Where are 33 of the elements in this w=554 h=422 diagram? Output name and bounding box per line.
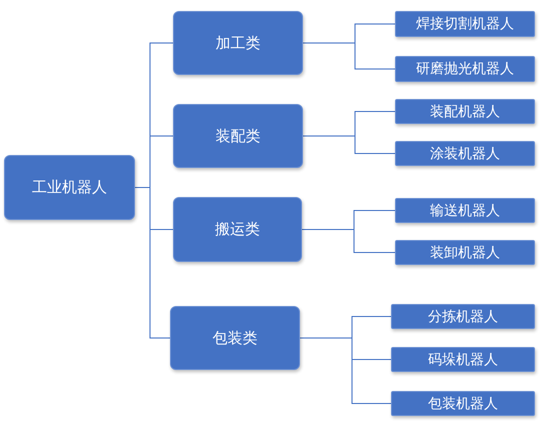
node-label: 装配类 bbox=[216, 126, 260, 146]
item-box bbox=[395, 240, 535, 265]
node-label: 工业机器人 bbox=[32, 178, 107, 197]
node-label: 加工类 bbox=[216, 34, 260, 52]
connector-line bbox=[134, 187, 170, 338]
item-box bbox=[395, 56, 535, 82]
category-box bbox=[173, 104, 303, 168]
category-box bbox=[170, 306, 300, 370]
node-label: 装配机器人 bbox=[430, 102, 500, 120]
node-label: 输送机器人 bbox=[430, 202, 500, 220]
connector-line bbox=[302, 229, 396, 253]
node-label: 研磨抛光机器人 bbox=[416, 60, 514, 78]
category-box bbox=[173, 197, 302, 262]
node-label: 码垛机器人 bbox=[428, 350, 498, 368]
connector-line bbox=[302, 42, 396, 70]
item-box bbox=[395, 99, 535, 124]
node-label: 包装机器人 bbox=[428, 394, 498, 412]
node-label: 分拣机器人 bbox=[428, 308, 498, 326]
node-label: 包装类 bbox=[212, 328, 258, 348]
item-box bbox=[395, 198, 535, 223]
category-box bbox=[173, 11, 303, 75]
node-label: 装卸机器人 bbox=[430, 244, 500, 262]
item-box bbox=[391, 391, 535, 416]
item-box bbox=[391, 347, 535, 372]
node-label: 焊接切割机器人 bbox=[416, 15, 514, 33]
connector-line bbox=[302, 136, 396, 154]
item-box bbox=[395, 141, 535, 166]
item-box bbox=[391, 304, 535, 329]
node-label: 涂装机器人 bbox=[430, 144, 500, 162]
connector-line bbox=[300, 338, 392, 404]
node-label: 搬运类 bbox=[215, 220, 260, 239]
category-box bbox=[4, 155, 135, 220]
item-box bbox=[395, 11, 535, 37]
